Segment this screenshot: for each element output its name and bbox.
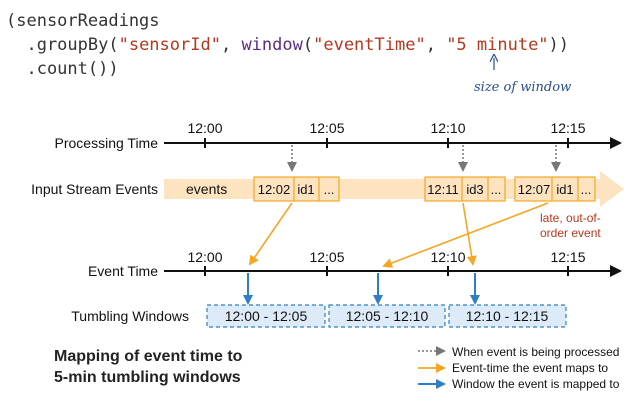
legend-text: Event-time the event maps to: [452, 361, 608, 375]
size-of-window-text: size of window: [474, 80, 571, 95]
event-id: id3: [466, 182, 483, 197]
processing-arrows: [287, 145, 561, 172]
late-event-note: order event: [540, 226, 601, 240]
event-box-3: 12:07 id1 ...: [514, 176, 596, 202]
event-tick-label: 12:00: [187, 249, 222, 265]
code-groupby: .groupBy(: [6, 35, 119, 55]
processing-tick-label: 12:00: [187, 120, 222, 136]
event-box-1: 12:02 id1 ...: [253, 176, 340, 202]
event-box-2: 12:11 id3 ...: [424, 176, 506, 202]
event-more: ...: [491, 182, 502, 197]
code-close: )): [549, 35, 569, 55]
processing-tick-label: 12:05: [309, 120, 344, 136]
code-comma: ,: [221, 35, 241, 55]
event-tick-label: 12:10: [430, 249, 465, 265]
event-time: 12:11: [427, 182, 459, 197]
caption: Mapping of event time to 5-min tumbling …: [54, 348, 243, 386]
code-string-eventtime: "eventTime": [313, 35, 426, 55]
event-box: [424, 176, 506, 202]
orange-arrow: [382, 202, 549, 268]
event-box: [253, 176, 340, 202]
code-string-5-minute: "5 minute": [446, 35, 548, 55]
code-line-3: .count()): [6, 59, 119, 79]
processing-tick-label: 12:15: [550, 120, 585, 136]
processing-time-axis: Processing Time 12:00 12:05 12:10 12:15: [55, 120, 622, 151]
window-arrows: [243, 273, 480, 305]
window-label: 12:10 - 12:15: [466, 308, 549, 324]
caption-line-1: Mapping of event time to: [54, 348, 243, 365]
window-box: [448, 304, 567, 328]
code-comma-2: ,: [426, 35, 446, 55]
caption-line-2: 5-min tumbling windows: [54, 369, 241, 386]
event-time: 12:02: [258, 182, 291, 197]
code-block: (sensorReadings .groupBy("sensorId", win…: [6, 11, 569, 79]
event-time-axis: Event Time 12:00 12:05 12:10 12:15: [88, 249, 622, 279]
processing-time-label: Processing Time: [55, 135, 159, 151]
processing-tick-label: 12:10: [430, 120, 465, 136]
tumbling-windows-label: Tumbling Windows: [71, 308, 189, 324]
event-more: ...: [324, 182, 335, 197]
window-box: [206, 304, 326, 328]
events-label: events: [186, 181, 227, 197]
event-box: [514, 176, 596, 202]
event-tick-label: 12:05: [309, 249, 344, 265]
size-of-window-annotation: size of window: [474, 58, 571, 95]
tumbling-windows: Tumbling Windows 12:00 - 12:05 12:05 - 1…: [71, 304, 567, 328]
input-stream: Input Stream Events events 12:02 id1 ...…: [31, 171, 624, 240]
event-tick-label: 12:15: [550, 249, 585, 265]
window-box: [328, 304, 446, 328]
code-window-fn: window: [241, 35, 303, 55]
code-string-sensorid: "sensorId": [119, 35, 221, 55]
event-more: ...: [581, 182, 592, 197]
event-time-label: Event Time: [88, 263, 158, 279]
legend: When event is being processed Event-time…: [418, 345, 620, 391]
code-line-2: .groupBy("sensorId", window("eventTime",…: [6, 35, 569, 55]
event-time-arrows: [248, 202, 549, 268]
event-time: 12:07: [518, 182, 551, 197]
legend-text: When event is being processed: [452, 345, 619, 359]
orange-arrow: [248, 202, 293, 266]
legend-text: Window the event is mapped to: [452, 377, 620, 391]
event-id: id1: [556, 182, 573, 197]
code-paren: (: [303, 35, 313, 55]
code-line-1: (sensorReadings: [6, 11, 160, 31]
event-id: id1: [297, 182, 314, 197]
late-event-note: late, out-of-: [540, 211, 601, 225]
window-label: 12:05 - 12:10: [346, 308, 429, 324]
input-stream-label: Input Stream Events: [31, 181, 158, 197]
window-label: 12:00 - 12:05: [225, 308, 308, 324]
